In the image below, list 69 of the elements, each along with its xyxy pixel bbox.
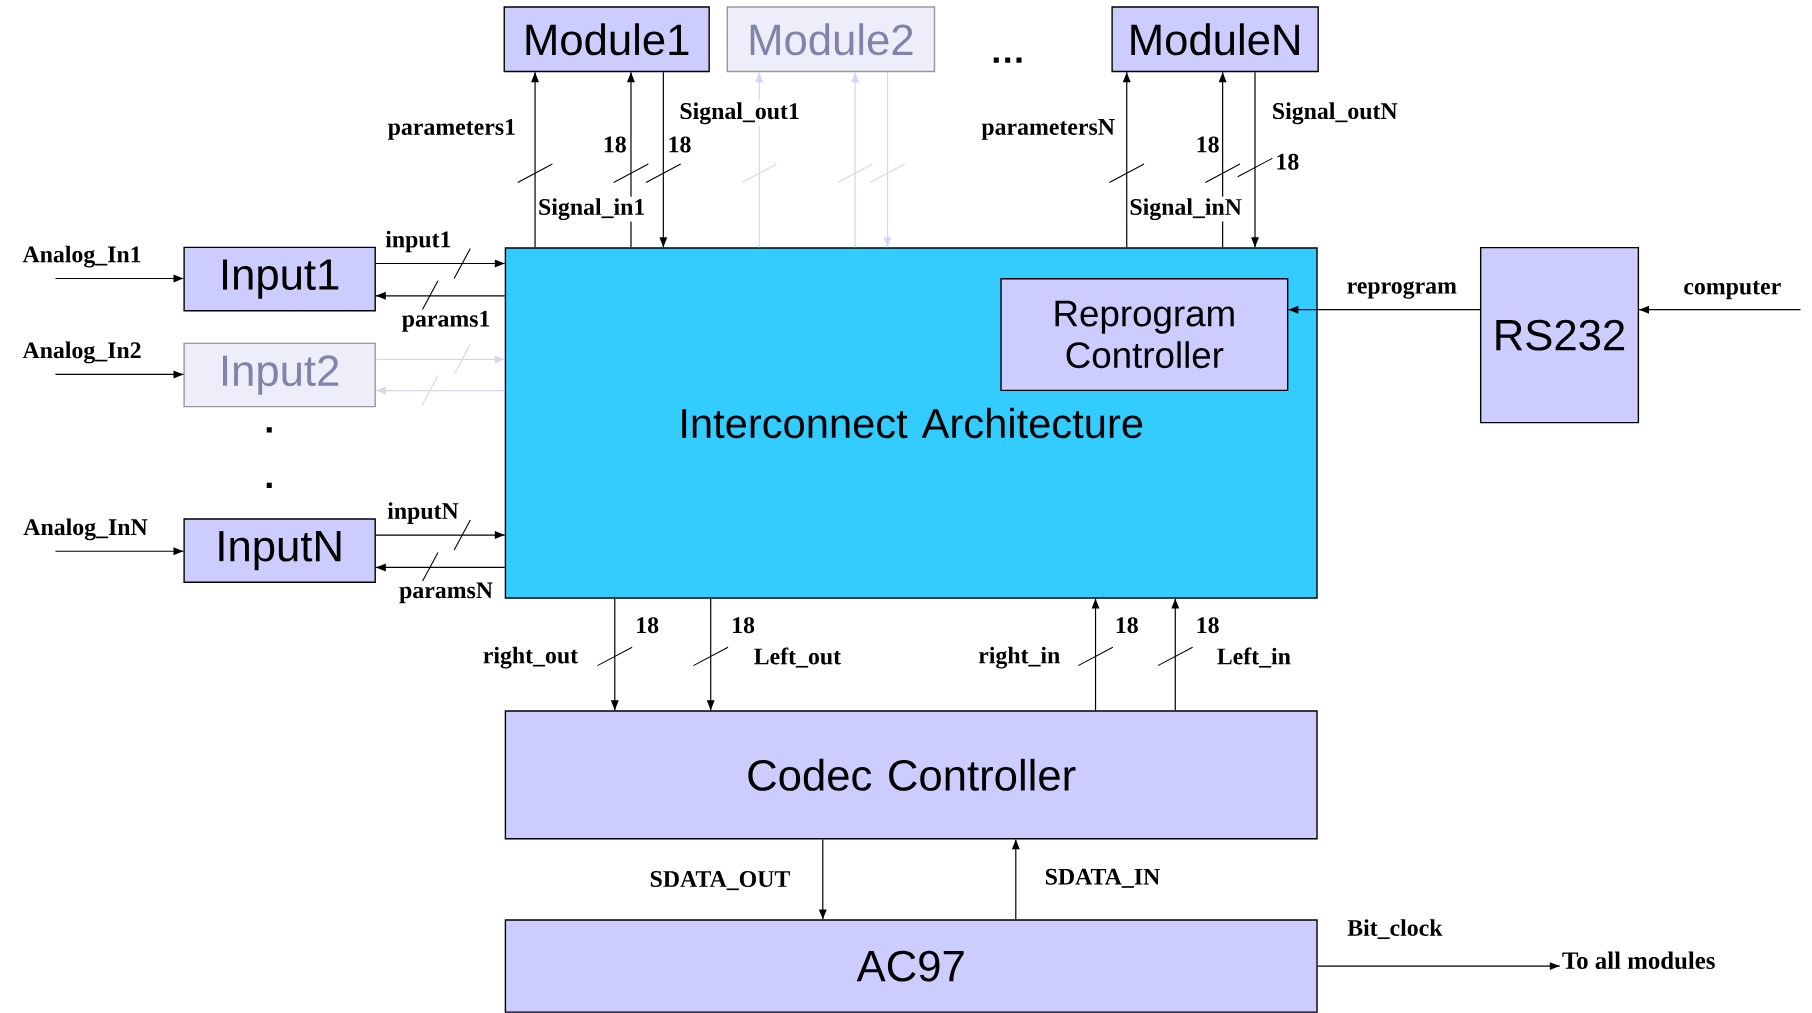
edge-label: Signal_in1 <box>536 196 647 222</box>
edge-label: right_out <box>481 644 580 670</box>
arrow <box>851 71 860 248</box>
input-box: InputN <box>183 518 376 583</box>
edge-label: Signal_inN <box>1127 196 1244 222</box>
ellipsis-mark: . <box>266 427 272 433</box>
controller-box: Codec Controller <box>504 710 1318 840</box>
edge-label: reprogram <box>1345 279 1459 301</box>
bus-width-label: 18 <box>1277 153 1299 170</box>
arrow <box>1251 71 1259 248</box>
edge-label: computer <box>1681 279 1783 301</box>
arrow <box>1638 305 1802 314</box>
edge-label: Left_in <box>1215 645 1293 669</box>
edge-label: parameters1 <box>386 117 518 142</box>
arrow <box>375 259 506 268</box>
arrow <box>883 71 892 248</box>
bus-width-label: 18 <box>669 136 691 153</box>
arrow <box>818 838 827 920</box>
ellipsis-mark: … <box>993 57 1022 63</box>
arrow <box>54 370 184 379</box>
bus-width-label: 18 <box>604 136 626 153</box>
arrow <box>706 597 715 711</box>
edge-label: Analog_In2 <box>21 339 144 365</box>
edge-label: paramsN <box>397 580 495 605</box>
bus-width-label: 18 <box>1116 616 1138 633</box>
module-box: Module1 <box>503 6 710 72</box>
arrow <box>375 563 506 572</box>
ellipsis-mark: . <box>266 482 272 488</box>
arrow <box>54 274 184 283</box>
arrow <box>375 355 506 364</box>
arrow <box>531 71 540 248</box>
module-box: ModuleN <box>1111 6 1319 72</box>
edge-label: right_in <box>976 644 1062 670</box>
edge-label: SDATA_IN <box>1043 867 1162 890</box>
arrow <box>54 547 184 555</box>
bus-width-label: 18 <box>1197 616 1219 633</box>
edge-label: Bit_clock <box>1345 917 1444 941</box>
arrow <box>659 71 668 248</box>
module-box: Module2 <box>726 6 936 72</box>
arrow <box>1218 71 1227 248</box>
controller-box: Reprogram Controller <box>1000 277 1289 391</box>
bus-width-label: 18 <box>733 616 755 633</box>
arrow <box>1011 838 1020 920</box>
edge-label: parametersN <box>979 117 1117 141</box>
edge-label: Signal_out1 <box>677 100 802 126</box>
arrow <box>1091 597 1100 711</box>
arrow <box>1171 597 1180 711</box>
input-box: Input1 <box>183 246 376 312</box>
port-box: RS232 <box>1479 246 1640 424</box>
input-box: Input2 <box>183 342 376 408</box>
edge-label: SDATA_OUT <box>648 869 792 892</box>
bus-width-label: 18 <box>1197 136 1219 153</box>
arrow <box>1317 961 1561 970</box>
edge-label: params1 <box>400 309 492 333</box>
arrow <box>375 386 506 395</box>
arrow <box>1122 71 1131 248</box>
edge-label: Analog_In1 <box>21 243 144 269</box>
edge-label: input1 <box>383 229 453 254</box>
arrow <box>1287 305 1481 314</box>
edge-label: Analog_InN <box>21 516 150 542</box>
destination-text: To all modules <box>1562 951 1715 969</box>
arrow <box>610 597 619 711</box>
edge-label: Left_out <box>752 645 843 669</box>
edge-label: Signal_outN <box>1270 100 1400 126</box>
bus-width-label: 18 <box>637 616 659 633</box>
chip-box: AC97 <box>504 919 1318 1013</box>
arrow <box>375 530 506 539</box>
arrow <box>375 291 506 300</box>
edge-label: inputN <box>385 500 461 526</box>
